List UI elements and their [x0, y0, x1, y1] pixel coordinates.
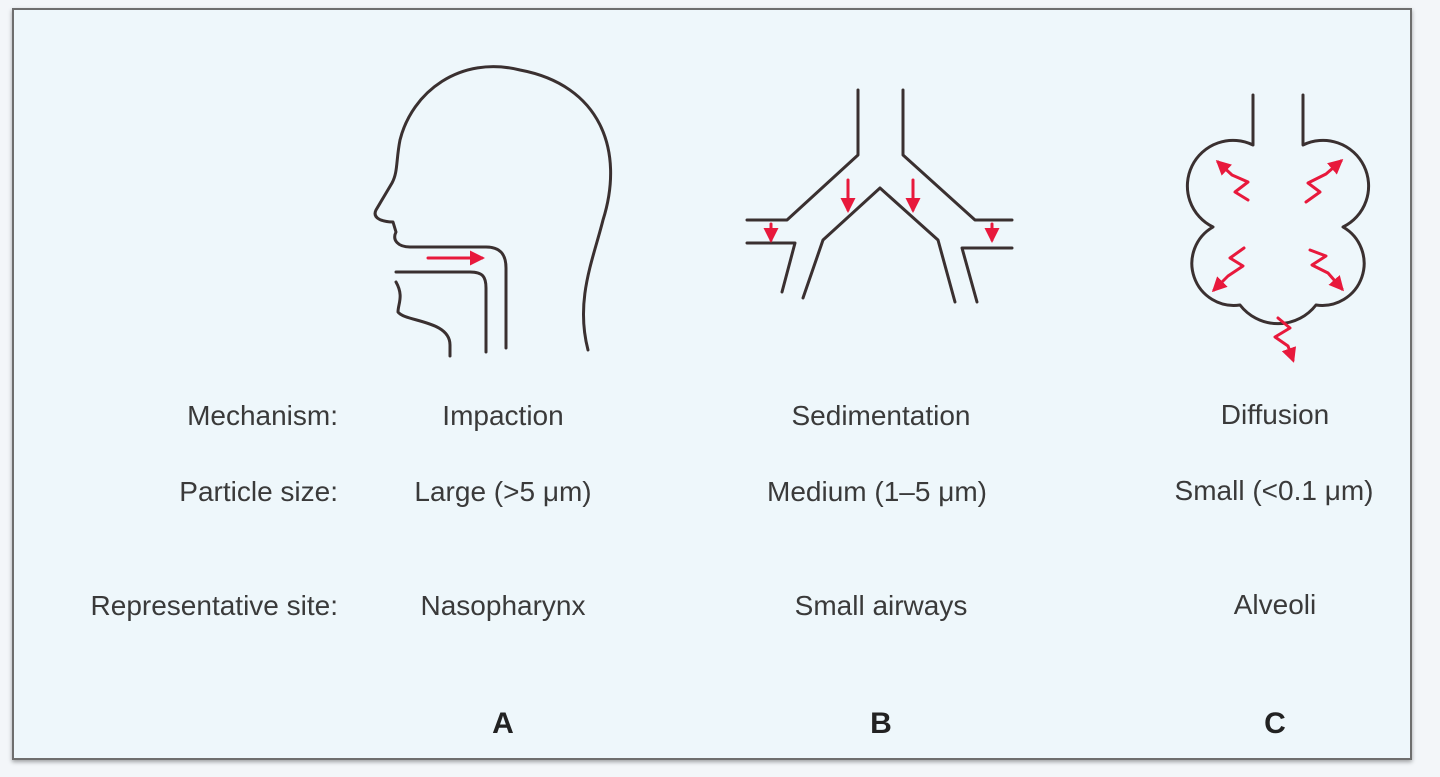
airway-right-wall — [901, 88, 1014, 222]
site-row-label: Representative site: — [90, 590, 338, 621]
diffusion-arrow — [1308, 248, 1344, 292]
site-value-c: Alveoli — [1233, 589, 1317, 620]
diffusion-arrow — [1215, 159, 1250, 202]
particle-size-value-b: Medium (1–5 μm) — [767, 476, 987, 507]
head-airway-icon — [373, 65, 612, 358]
airway-right-lower — [960, 246, 1014, 304]
alveolar-sac-outline — [1185, 93, 1371, 326]
diffusion-arrow — [1211, 246, 1246, 293]
airway-carina — [801, 186, 957, 304]
mouth-jaw-outline — [394, 270, 488, 354]
mechanism-value-a: Impaction — [442, 400, 564, 431]
site-value-a: Nasopharynx — [420, 590, 586, 621]
figure-frame — [12, 8, 1412, 760]
airway-left-wall — [745, 88, 860, 222]
particle-size-value-c: Small (<0.1 μm) — [1174, 475, 1374, 506]
panel-label-a: A — [492, 707, 514, 740]
diffusion-arrow — [1304, 159, 1344, 204]
panel-label-c: C — [1264, 707, 1286, 740]
mechanism-row-label: Mechanism: — [187, 400, 338, 431]
airway-left-lower — [745, 241, 797, 294]
diffusion-arrow — [1273, 316, 1297, 363]
particle-size-value-a: Large (>5 μm) — [414, 476, 592, 507]
particle-size-row-label: Particle size: — [179, 476, 338, 507]
site-value-b: Small airways — [794, 590, 968, 621]
bronchi-branch-icon — [745, 88, 1014, 304]
mechanism-value-c: Diffusion — [1220, 399, 1330, 430]
mechanism-value-b: Sedimentation — [791, 400, 971, 431]
jaw-outline — [394, 280, 452, 358]
panel-label-b: B — [870, 707, 892, 740]
alveoli-icon — [1185, 93, 1371, 363]
head-outline — [373, 65, 612, 352]
